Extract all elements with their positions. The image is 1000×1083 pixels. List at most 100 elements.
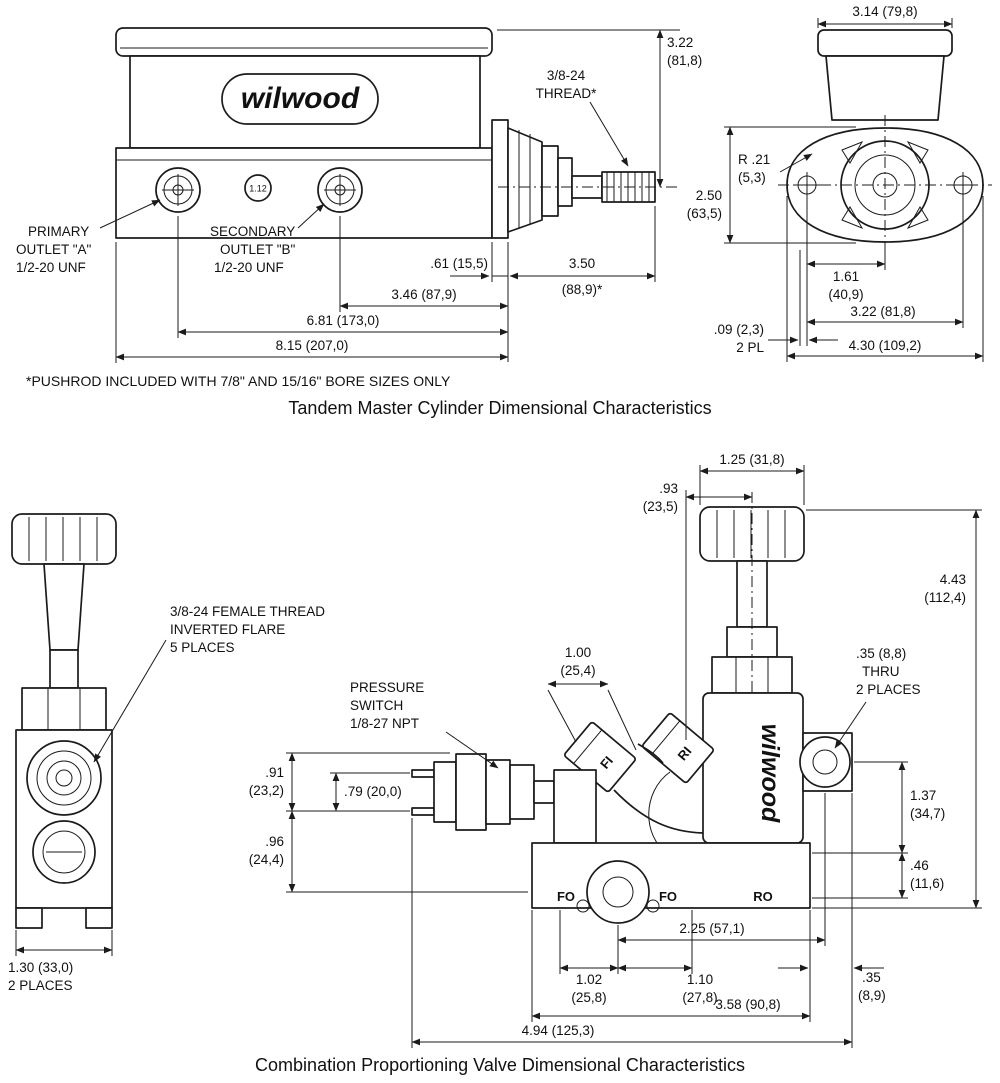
svg-text:THRU: THRU xyxy=(862,664,900,679)
boot xyxy=(507,127,543,233)
radius-leader xyxy=(779,153,813,173)
dim-height: 3.22 xyxy=(667,35,693,50)
svg-text:SWITCH: SWITCH xyxy=(350,698,403,713)
switch-hex xyxy=(509,764,535,820)
svg-text:1/8-27 NPT: 1/8-27 NPT xyxy=(350,716,419,731)
top-title: Tandem Master Cylinder Dimensional Chara… xyxy=(288,398,711,418)
valve-body xyxy=(702,692,804,844)
thru-label: .35 (8,8) xyxy=(856,646,906,661)
svg-text:(81,8): (81,8) xyxy=(667,53,702,68)
dim-knob-offset: .93 xyxy=(659,481,678,496)
end-view-lid xyxy=(817,29,953,57)
ri-port: RI xyxy=(642,712,714,784)
thru-hole xyxy=(812,749,838,775)
prop-valve-main-view: FI RI FO FO RO wilwood xyxy=(249,452,982,1048)
bottom-title: Combination Proportioning Valve Dimensio… xyxy=(255,1055,745,1075)
switch-pin-lower xyxy=(411,807,435,816)
primary-outlet-label: PRIMARY xyxy=(28,224,89,239)
dim-pins: .79 (20,0) xyxy=(344,784,402,799)
port-label-fo-right: FO xyxy=(659,889,677,904)
switch-pin-upper xyxy=(411,769,435,778)
dim-step: .61 (15,5) xyxy=(430,256,488,271)
pressure-switch-label: PRESSURE xyxy=(350,680,424,695)
svg-text:(27,8): (27,8) xyxy=(682,990,717,1005)
dim-port: 1.00 xyxy=(565,645,591,660)
master-cylinder-end-view: 3.14 (79,8) R .21 (5,3) 2.50 (63,5) 1.61… xyxy=(687,4,992,362)
reservoir-lid xyxy=(115,27,493,57)
svg-text:2 PL: 2 PL xyxy=(736,340,764,355)
dim-ro-offset: .35 xyxy=(862,970,881,985)
dim-overall: 4.94 (125,3) xyxy=(522,1023,595,1038)
secondary-outlet-leader xyxy=(297,203,325,229)
mount-flange xyxy=(491,119,509,239)
svg-text:2 PLACES: 2 PLACES xyxy=(8,978,73,993)
dim-side: 1.30 (33,0) xyxy=(8,960,73,975)
pressure-switch-leader xyxy=(445,731,499,769)
master-cylinder-side-view: wilwood 1.12 xyxy=(16,27,702,363)
svg-text:(40,9): (40,9) xyxy=(828,287,863,302)
svg-text:1/2-20 UNF: 1/2-20 UNF xyxy=(214,260,284,275)
dim-sw-lower: .96 xyxy=(265,834,284,849)
dim-outlet-a: 6.81 (173,0) xyxy=(307,313,380,328)
manifold xyxy=(531,842,811,909)
svg-text:(112,4): (112,4) xyxy=(924,590,966,605)
wilwood-logo: wilwood xyxy=(241,82,360,115)
svg-text:OUTLET "B": OUTLET "B" xyxy=(220,242,296,257)
port-label-fo-left: FO xyxy=(557,889,575,904)
dim-body: 3.58 (90,8) xyxy=(715,997,780,1012)
svg-text:2 PLACES: 2 PLACES xyxy=(856,682,921,697)
dim-sw-upper: .91 xyxy=(265,765,284,780)
dim-right-upper: 1.37 xyxy=(910,788,936,803)
dim-fo-right: 1.10 xyxy=(687,972,713,987)
svg-text:(5,3): (5,3) xyxy=(738,170,766,185)
svg-text:(11,6): (11,6) xyxy=(910,876,944,891)
dim-outlet-b: 3.46 (87,9) xyxy=(391,287,456,302)
side-port-upper xyxy=(26,740,102,816)
thread-leader xyxy=(589,101,629,167)
dim-knob: 1.25 (31,8) xyxy=(719,452,784,467)
svg-text:(24,4): (24,4) xyxy=(249,852,284,867)
dim-overall: 8.15 (207,0) xyxy=(276,338,349,353)
svg-text:(88,9)*: (88,9)* xyxy=(562,282,603,297)
female-thread-leader xyxy=(93,639,167,763)
dim-center: 1.61 xyxy=(833,269,859,284)
dim-height: 2.50 xyxy=(696,188,722,203)
svg-text:(8,9): (8,9) xyxy=(858,988,886,1003)
svg-text:(34,7): (34,7) xyxy=(910,806,945,821)
dim-holes: 3.22 (81,8) xyxy=(850,304,915,319)
svg-text:(23,2): (23,2) xyxy=(249,783,284,798)
pushrod-footnote: *PUSHROD INCLUDED WITH 7/8" AND 15/16" B… xyxy=(26,373,451,389)
dim-right-lower: .46 xyxy=(910,858,929,873)
switch-boss xyxy=(553,769,597,844)
dim-radius: R .21 xyxy=(738,152,770,167)
svg-text:1/2-20 UNF: 1/2-20 UNF xyxy=(16,260,86,275)
svg-text:(63,5): (63,5) xyxy=(687,206,722,221)
side-knob xyxy=(11,513,117,565)
svg-text:INVERTED FLARE: INVERTED FLARE xyxy=(170,622,285,637)
primary-outlet-leader xyxy=(99,199,161,229)
fo-center-port xyxy=(586,860,650,924)
dim-overall: 4.30 (109,2) xyxy=(849,338,922,353)
secondary-outlet-label: SECONDARY xyxy=(210,224,295,239)
thread-label: 3/8-24 xyxy=(547,68,586,83)
prop-valve-side-view: 1.30 (33,0) 2 PLACES 3/8-24 FEMALE THREA… xyxy=(8,513,325,993)
bore-badge-label: 1.12 xyxy=(249,184,267,194)
dim-fo-left: 1.02 xyxy=(576,972,602,987)
svg-text:(25,8): (25,8) xyxy=(571,990,606,1005)
female-thread-label: 3/8-24 FEMALE THREAD xyxy=(170,604,325,619)
side-hex-nut xyxy=(21,687,107,731)
svg-text:(25,4): (25,4) xyxy=(560,663,595,678)
svg-text:THREAD*: THREAD* xyxy=(536,86,598,101)
svg-text:OUTLET "A": OUTLET "A" xyxy=(16,242,92,257)
wilwood-logo-vertical: wilwood xyxy=(756,724,784,823)
dim-width: 3.14 (79,8) xyxy=(852,4,917,19)
wilwood-logo-plate xyxy=(221,73,379,125)
dim-pushrod: 3.50 xyxy=(569,256,595,271)
thru-leader xyxy=(834,701,867,749)
svg-text:5 PLACES: 5 PLACES xyxy=(170,640,235,655)
dim-offset: .09 (2,3) xyxy=(714,322,764,337)
dim-height: 4.43 xyxy=(940,572,966,587)
svg-text:(23,5): (23,5) xyxy=(643,499,678,514)
